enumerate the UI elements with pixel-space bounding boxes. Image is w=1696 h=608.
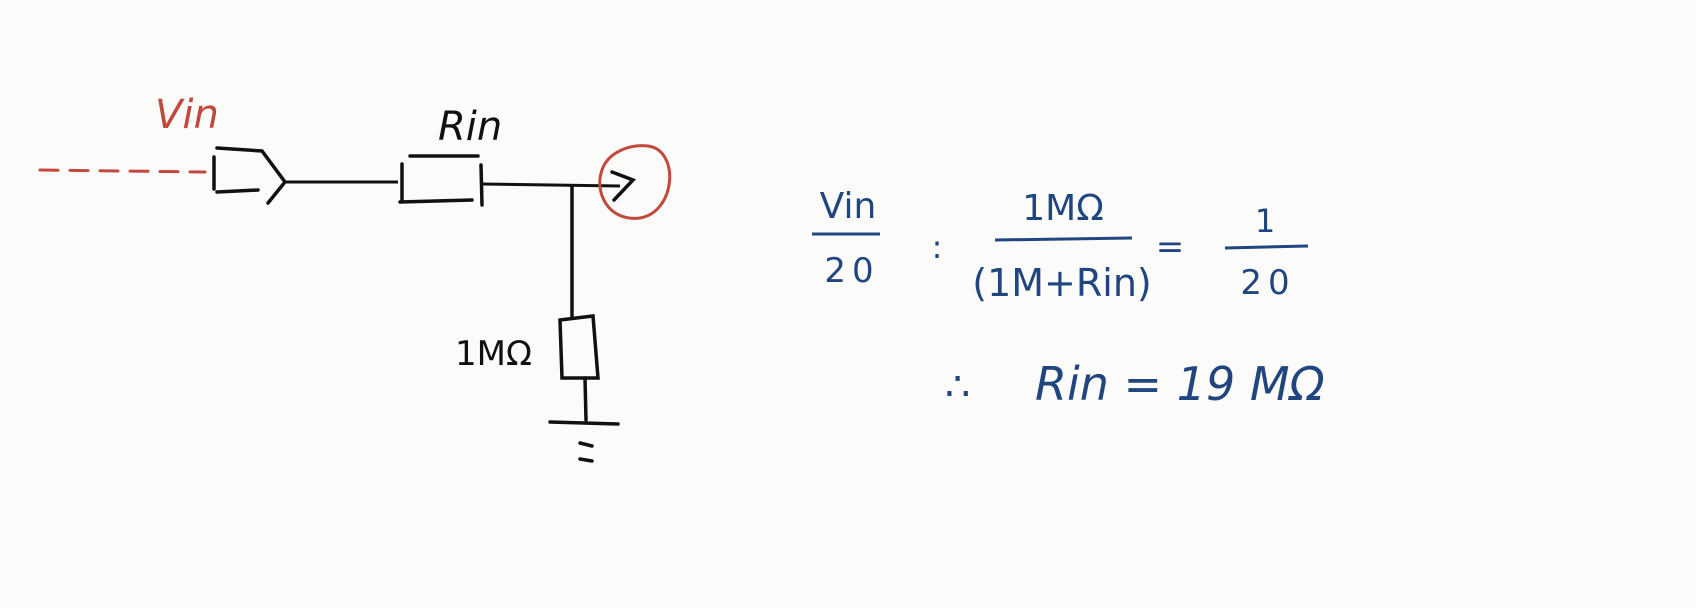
lhs-numerator: Vin xyxy=(820,186,877,227)
mid-numerator: 1MΩ xyxy=(1022,188,1103,229)
shunt-resistor-icon xyxy=(558,314,600,422)
ground-icon xyxy=(548,420,620,463)
rhs-denominator: 20 xyxy=(1240,263,1295,303)
wire-2 xyxy=(481,182,621,188)
rhs-numerator: 1 xyxy=(1255,202,1275,240)
input-dashed-line xyxy=(38,168,207,174)
input-connector-icon xyxy=(212,146,288,205)
rin-label: Rin xyxy=(438,104,502,150)
equation-line-1: Vin 20 : 1MΩ (1M+Rin) = 1 20 xyxy=(812,186,1309,305)
rin-resistor-icon xyxy=(398,154,484,207)
ratio-sign: : xyxy=(932,228,943,266)
mid-fraction-bar xyxy=(994,236,1133,242)
shunt-resistor-label: 1MΩ xyxy=(455,334,532,374)
highlight-circle xyxy=(598,144,672,220)
vin-label: Vin xyxy=(155,92,219,138)
lhs-denominator: 20 xyxy=(824,251,879,291)
therefore-symbol: ∴ xyxy=(945,364,970,410)
result-text: Rin = 19 MΩ xyxy=(1035,357,1325,411)
mid-denominator: (1M+Rin) xyxy=(972,261,1152,305)
output-arrow-icon xyxy=(598,144,672,220)
equation-line-2: ∴ Rin = 19 MΩ xyxy=(945,357,1325,411)
equals-sign: = xyxy=(1156,227,1185,267)
rhs-fraction-bar xyxy=(1224,244,1309,250)
